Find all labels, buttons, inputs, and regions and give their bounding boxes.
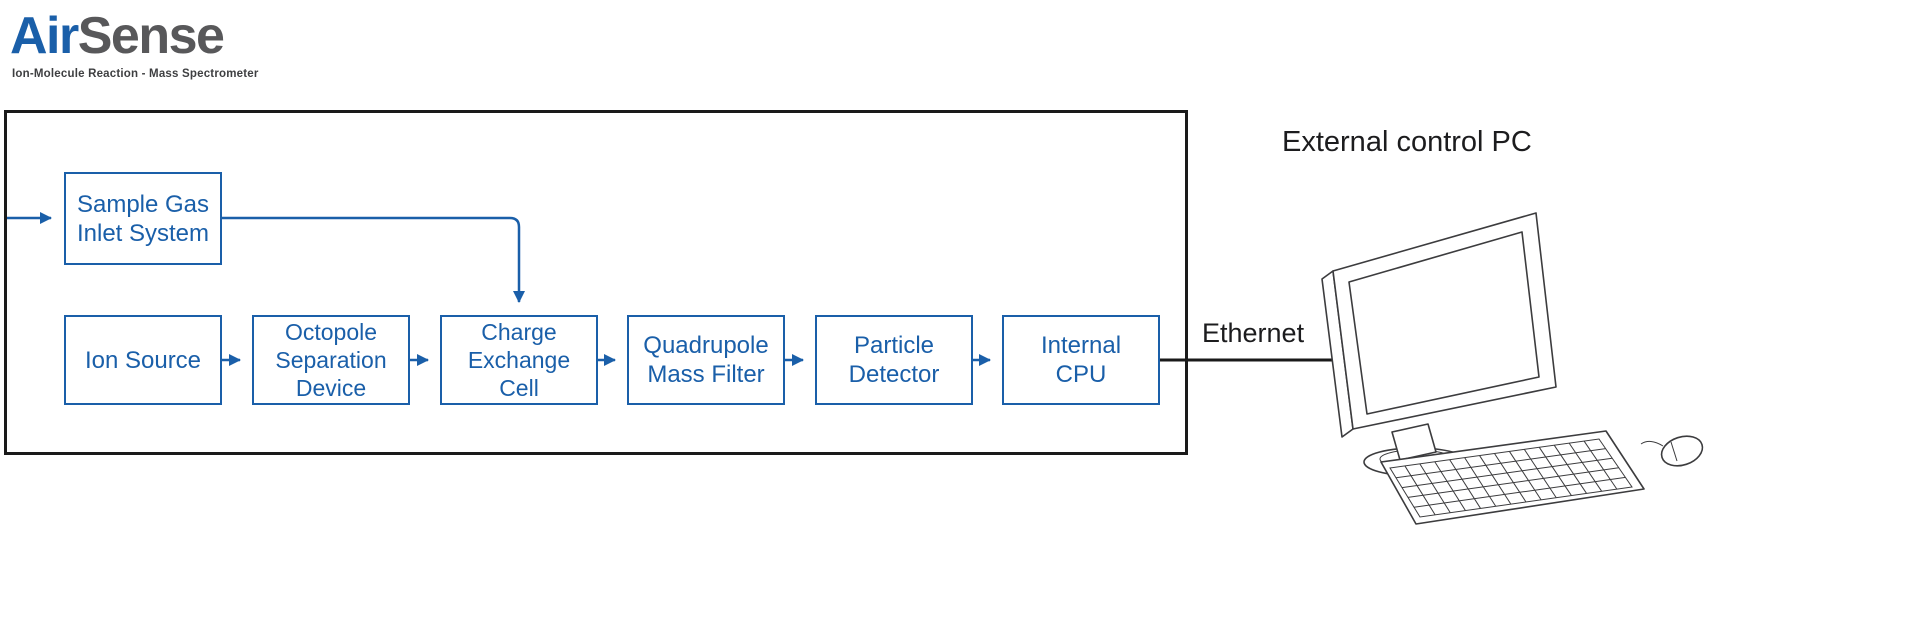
logo-sense-text: Sense — [77, 7, 225, 65]
box-quadrupole-mass-filter: Quadrupole Mass Filter — [627, 315, 785, 405]
system-frame — [4, 110, 1188, 455]
monitor-screen-icon — [1348, 231, 1540, 415]
ethernet-label: Ethernet — [1202, 318, 1305, 348]
keyboard-keys-grid — [1395, 440, 1626, 516]
box-internal-cpu: Internal CPU — [1002, 315, 1160, 405]
sample-to-charge-connector — [222, 216, 525, 303]
box-octopole-separation-device: Octopole Separation Device — [252, 315, 410, 405]
airsense-logo: AirSense — [10, 7, 225, 65]
logo-subtitle: Ion-Molecule Reaction - Mass Spectromete… — [12, 68, 259, 80]
monitor-neck-icon — [1391, 423, 1437, 461]
external-pc-illustration — [1321, 212, 1704, 525]
box-charge-exchange-cell: Charge Exchange Cell — [440, 315, 598, 405]
keyboard-icon — [1380, 430, 1645, 525]
external-control-pc-label: External control PC — [1282, 126, 1532, 158]
box-ion-source: Ion Source — [64, 315, 222, 405]
logo-air-text: Air — [10, 7, 79, 65]
box-sample-gas-inlet-system: Sample Gas Inlet System — [64, 172, 222, 265]
keyboard-key-area — [1389, 438, 1633, 518]
mouse-icon — [1640, 435, 1704, 467]
box-particle-detector: Particle Detector — [815, 315, 973, 405]
mouse-cable — [1640, 440, 1664, 447]
